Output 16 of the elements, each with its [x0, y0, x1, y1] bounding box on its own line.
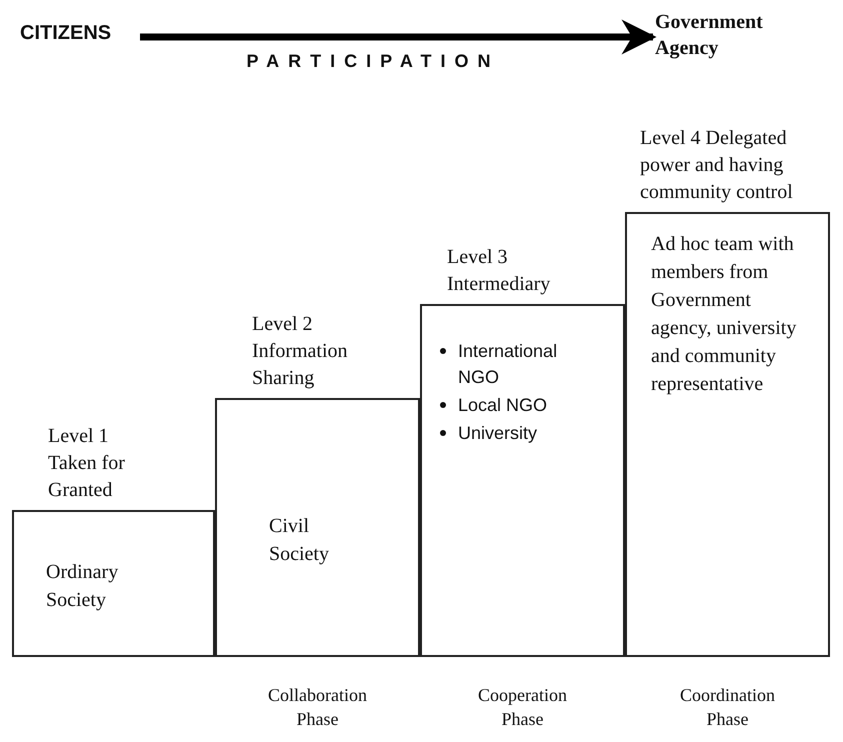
list-item: International NGO [458, 340, 558, 389]
level-heading: Level 2 Information Sharing [252, 312, 349, 391]
phase-label: Collaboration Phase [267, 684, 368, 731]
level-description: Ordinary Society [46, 560, 120, 613]
list-item: Local NGO [458, 394, 548, 417]
level-description: Ad hoc team with members from Government agency, university and community representative [651, 232, 798, 397]
actor-label: CITIZENS [20, 20, 138, 46]
level-heading: Level 1 Taken for Granted [48, 424, 126, 503]
level-description: Civil Society [269, 514, 330, 567]
actor-label: Government Agency [655, 6, 815, 64]
phase-label: Cooperation Phase [477, 684, 568, 731]
level-heading: Level 4 Delegated power and having community control [640, 126, 794, 205]
participation-arrow [140, 20, 656, 54]
level-heading: Level 3 Intermediary [447, 245, 552, 297]
list-item: University [458, 422, 538, 445]
phase-label: Coordination Phase [679, 684, 776, 731]
